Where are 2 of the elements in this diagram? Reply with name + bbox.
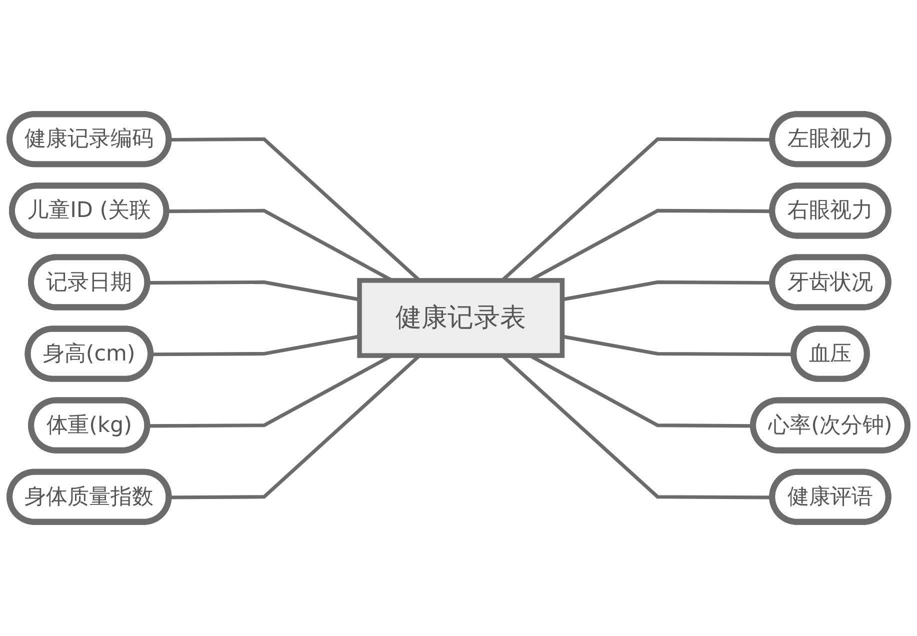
node-box: 健康记录表 [357,278,565,358]
connector [148,280,360,302]
